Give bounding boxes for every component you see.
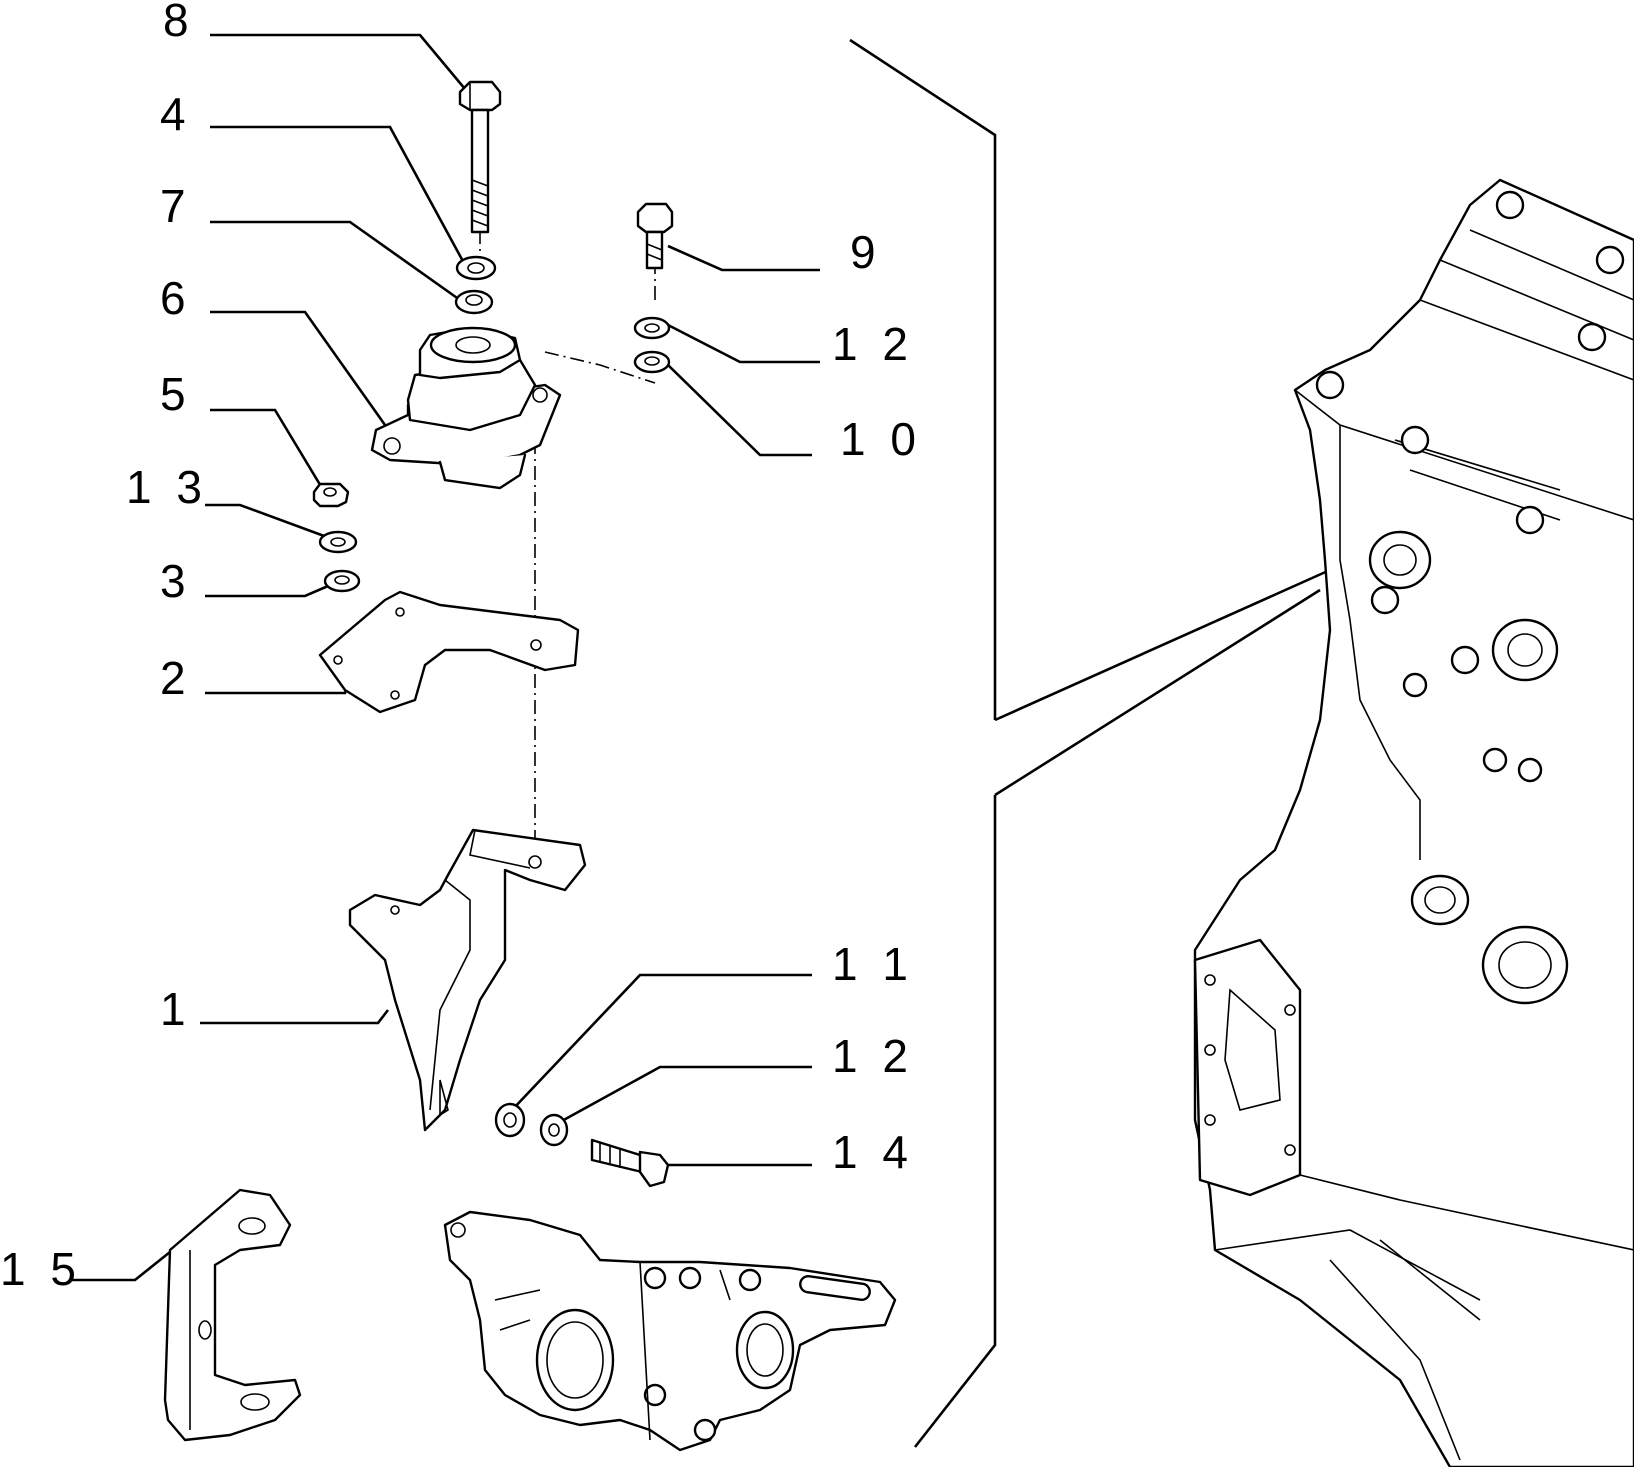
flat-washer-part-10 xyxy=(633,350,671,374)
callout-15: 1 5 xyxy=(0,1243,82,1295)
callout-1: 1 xyxy=(160,983,192,1035)
spring-washer-part-12-bottom xyxy=(539,1113,569,1147)
engine-mount-part-6 xyxy=(370,326,562,490)
spring-washer-part-12-top xyxy=(633,316,671,340)
callout-3: 3 xyxy=(160,555,192,607)
callout-10: 1 0 xyxy=(840,413,922,465)
engine-block-illustration xyxy=(1193,178,1634,1467)
nut-part-5 xyxy=(312,482,350,508)
water-outlet-housing xyxy=(443,1210,897,1452)
callout-11: 1 1 xyxy=(832,938,914,990)
callout-13: 1 3 xyxy=(126,461,208,513)
spring-washer-part-13 xyxy=(318,530,358,554)
flat-washer-part-11 xyxy=(494,1102,526,1138)
bracket-plate-part-2 xyxy=(318,590,580,714)
callout-4: 4 xyxy=(160,88,192,140)
flat-washer-part-3 xyxy=(323,569,361,593)
spring-washer-part-4 xyxy=(455,255,497,281)
bolt-part-9 xyxy=(636,202,674,270)
assembly-axis-lines xyxy=(479,230,656,860)
callout-5: 5 xyxy=(160,368,192,420)
c-bracket-part-15 xyxy=(163,1188,302,1442)
bolt-part-14 xyxy=(590,1138,670,1188)
detail-separator xyxy=(849,38,1331,1448)
callout-6: 6 xyxy=(160,272,192,324)
callout-2: 2 xyxy=(160,652,192,704)
leader-lines xyxy=(70,33,820,1282)
support-bracket-part-1 xyxy=(348,828,587,1132)
callout-14: 1 4 xyxy=(832,1126,914,1178)
flat-washer-part-7 xyxy=(454,289,494,315)
bolt-long-part-8 xyxy=(458,80,502,234)
callout-7: 7 xyxy=(160,180,192,232)
callout-9: 9 xyxy=(850,226,882,278)
callout-12-top: 1 2 xyxy=(832,318,914,370)
callout-12-bottom: 1 2 xyxy=(832,1030,914,1082)
callout-8: 8 xyxy=(163,0,195,46)
